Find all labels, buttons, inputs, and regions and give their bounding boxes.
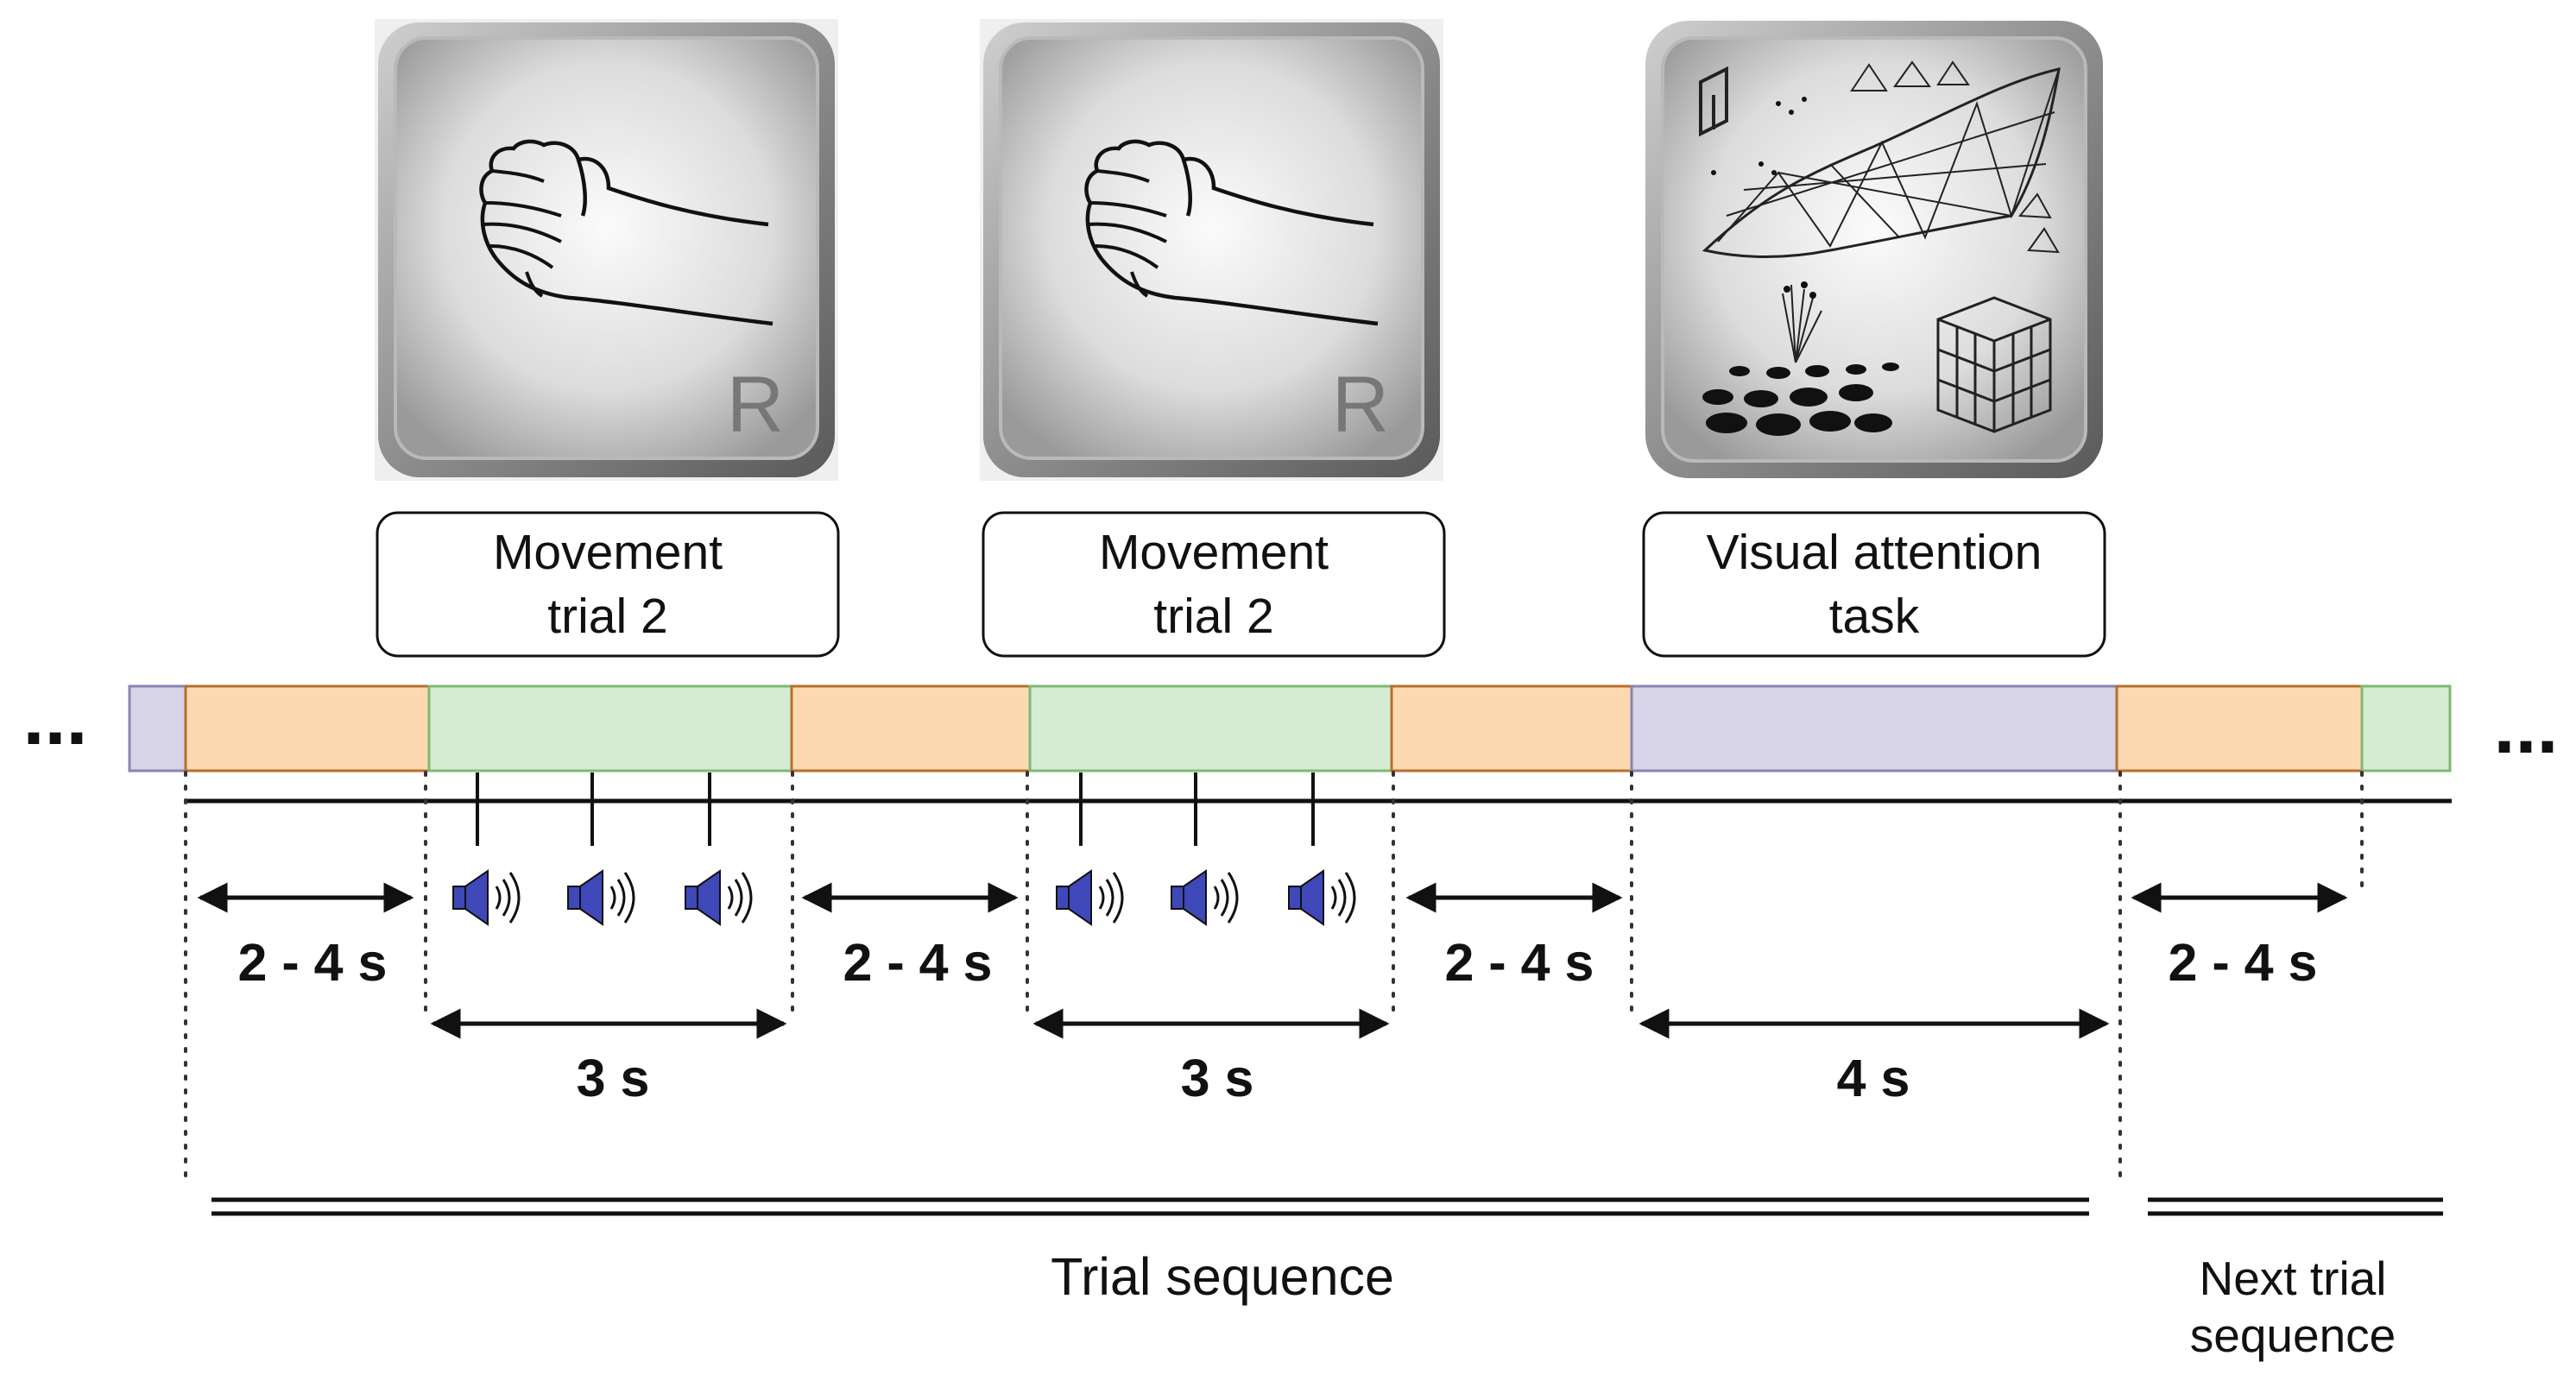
timeline-segment-movement [427, 684, 793, 772]
duration-rest-3: 2 - 4 s [1445, 933, 1594, 992]
card-visual-attention [1645, 21, 2103, 478]
timeline-segment-movement [2360, 684, 2452, 772]
duration-rest-4: 2 - 4 s [2169, 933, 2318, 992]
duration-attention: 4 s [1837, 1049, 1910, 1107]
label-line-1: Movement [1099, 525, 1329, 580]
label-line-2: trial 2 [1153, 589, 1273, 644]
duration-rest-2: 2 - 4 s [843, 933, 993, 992]
cue-ticks [476, 772, 1315, 846]
speaker-icon [1055, 869, 1124, 926]
next-sequence-label-line-2: sequence [2190, 1308, 2396, 1362]
right-hand-letter: R [727, 361, 784, 449]
next-sequence-label-line-1: Next trial [2200, 1252, 2387, 1305]
speaker-icon [1287, 869, 1356, 926]
visual-pattern-icon [1699, 60, 2061, 433]
label-box-visual-attention: Visual attention task [1642, 511, 2106, 658]
duration-rest-1: 2 - 4 s [238, 933, 388, 992]
duration-arrows [197, 882, 2348, 1039]
speaker-icon [684, 869, 753, 926]
timeline-segment-rest [790, 684, 1032, 772]
label-box-movement-2: Movement trial 2 [982, 511, 1446, 658]
right-hand-letter: R [1332, 361, 1389, 449]
ellipsis-left: ... [22, 675, 87, 761]
timeline-segment-movement [1028, 684, 1393, 772]
timeline-segment-attention [1630, 684, 2118, 772]
speaker-icon [1170, 869, 1239, 926]
timeline-segment-rest [1390, 684, 1633, 772]
label-box-movement-1: Movement trial 2 [376, 511, 840, 658]
label-line-2: trial 2 [547, 589, 667, 644]
card-movement-2: R [980, 19, 1443, 481]
timeline-segment-attention [128, 684, 187, 772]
label-line-1: Visual attention [1707, 525, 2042, 580]
sequence-brackets [212, 1197, 2443, 1216]
dot-grid [1702, 97, 1899, 436]
label-line-1: Movement [493, 525, 723, 580]
timeline-segment-rest [2115, 684, 2364, 772]
duration-movement-2: 3 s [1181, 1049, 1254, 1107]
card-movement-1: R [375, 19, 838, 481]
ellipsis-right: ... [2493, 684, 2558, 770]
label-line-2: task [1829, 589, 1920, 644]
speaker-icon [566, 869, 635, 926]
timeline-bar [128, 684, 2452, 772]
timeline-segment-rest [184, 684, 431, 772]
dotted-guides [184, 771, 2364, 1180]
duration-movement-1: 3 s [577, 1049, 650, 1107]
speaker-icon [451, 869, 521, 926]
trial-sequence-label: Trial sequence [1051, 1247, 1394, 1306]
